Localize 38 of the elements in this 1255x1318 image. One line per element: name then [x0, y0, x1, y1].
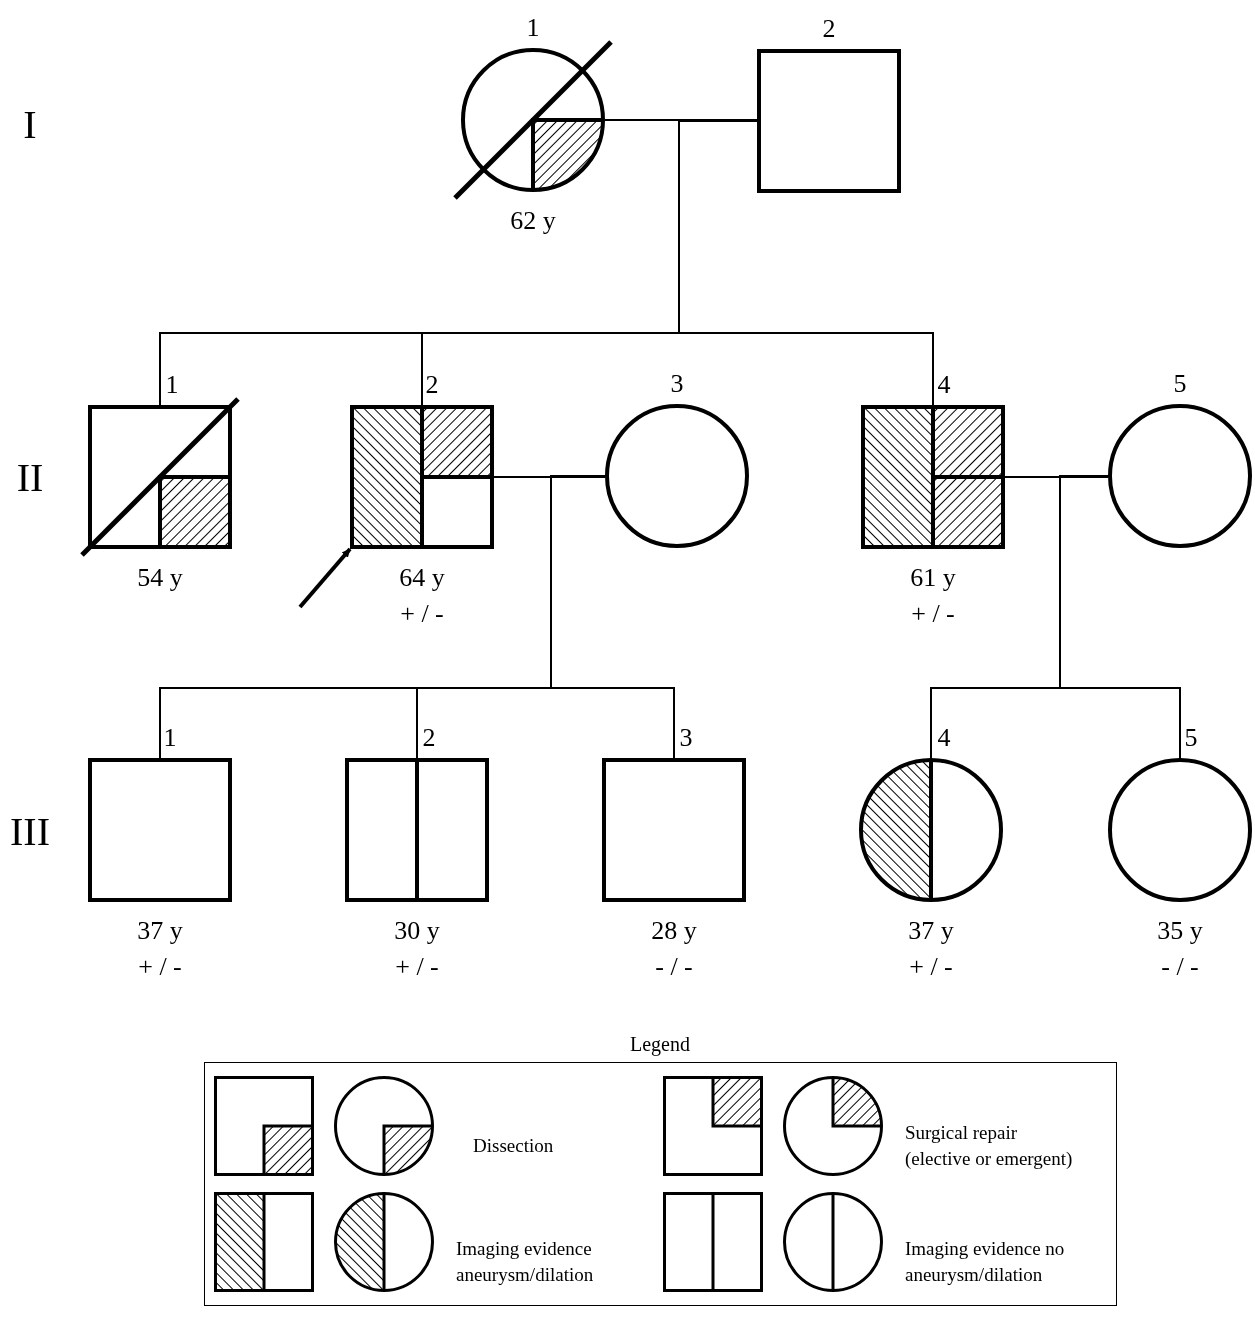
age-label: 28 y [651, 916, 697, 946]
age-label: 35 y [1157, 916, 1203, 946]
legend-text: Dissection [473, 1134, 555, 1158]
age-label: 62 y [510, 206, 556, 236]
age-label: 61 y [910, 563, 956, 593]
genotype-label: + / - [138, 952, 182, 982]
individual-number: 2 [422, 723, 436, 753]
pedigree-line [1059, 475, 1181, 759]
individual-number: 4 [937, 370, 951, 400]
age-label: 64 y [399, 563, 445, 593]
generation-label: II [16, 456, 44, 500]
individual-number: 4 [937, 723, 951, 753]
legend-title: Legend [630, 1032, 690, 1056]
individual-number: 1 [163, 723, 177, 753]
age-label: 30 y [394, 916, 440, 946]
individual-number: 1 [165, 370, 179, 400]
individual-number: 3 [679, 723, 693, 753]
individual-number: 2 [822, 14, 836, 44]
individual-number: 5 [1184, 723, 1198, 753]
proband-arrow [298, 547, 352, 609]
legend-text: Surgical repair (elective or emergent) [905, 1121, 1074, 1171]
age-label: 37 y [137, 916, 183, 946]
genotype-label: - / - [1161, 952, 1199, 982]
genotype-label: + / - [400, 599, 444, 629]
generation-label: I [23, 103, 37, 147]
generation-label: III [10, 810, 50, 854]
genotype-label: + / - [395, 952, 439, 982]
age-label: 54 y [137, 563, 183, 593]
genotype-label: + / - [911, 599, 955, 629]
individual-number: 2 [425, 370, 439, 400]
legend-text: Imaging evidence no aneurysm/dilation [905, 1237, 1066, 1287]
genotype-label: + / - [909, 952, 953, 982]
legend-text: Imaging evidence aneurysm/dilation [456, 1237, 595, 1287]
genotype-label: - / - [655, 952, 693, 982]
individual-number: 5 [1173, 369, 1187, 399]
age-label: 37 y [908, 916, 954, 946]
individual-number: 3 [670, 369, 684, 399]
individual-number: 1 [526, 13, 540, 43]
